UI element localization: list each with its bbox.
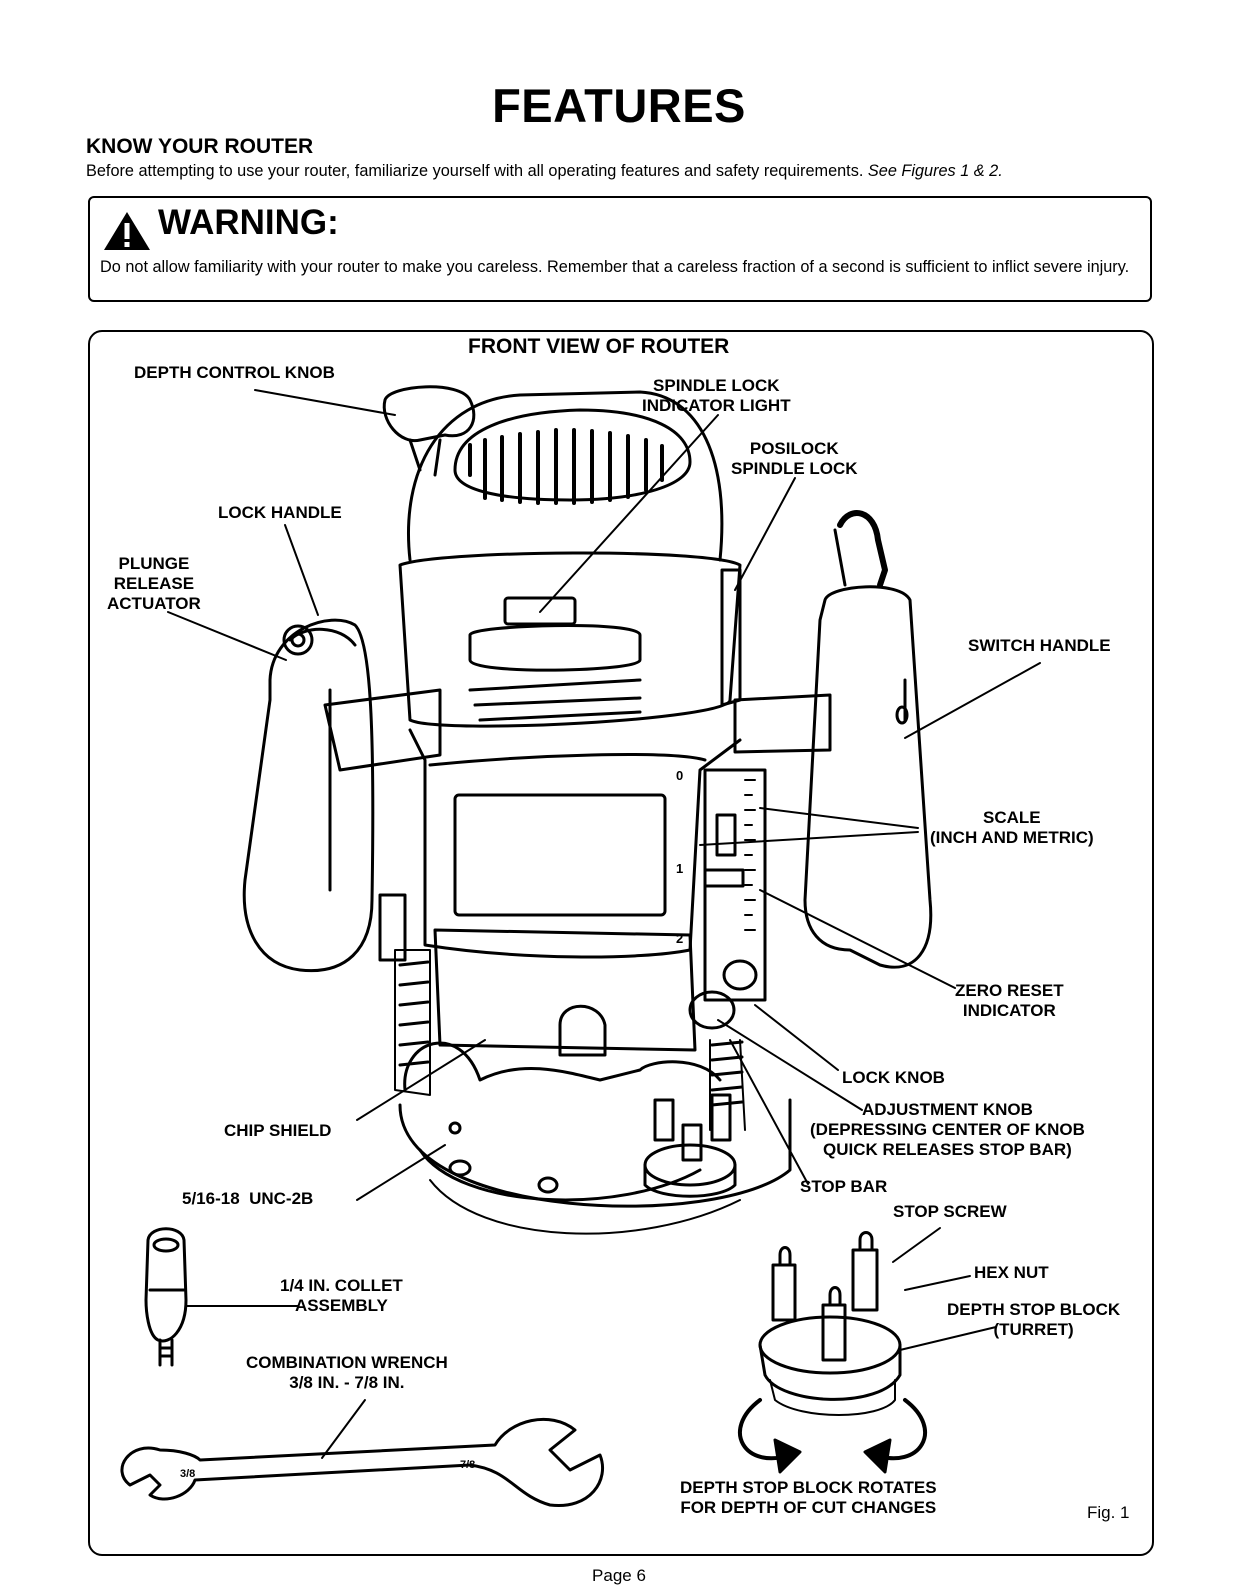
scale-mark-2: 2 bbox=[676, 931, 683, 946]
rotation-arrow-right-head bbox=[863, 1438, 892, 1474]
label-stop-bar: STOP BAR bbox=[800, 1177, 888, 1196]
label-hex-nut: HEX NUT bbox=[974, 1263, 1049, 1282]
turret-on-base-drawing bbox=[643, 1093, 737, 1198]
warning-triangle-icon bbox=[104, 212, 150, 250]
rotation-arrow-left-head bbox=[773, 1438, 802, 1474]
label-collet-assembly: 1/4 IN. COLLET ASSEMBLY bbox=[280, 1276, 403, 1315]
label-plunge-release-actuator: PLUNGE RELEASE ACTUATOR bbox=[107, 554, 201, 613]
left-arm-drawing bbox=[323, 688, 442, 772]
wrench-mark-small: 3/8 bbox=[180, 1468, 195, 1480]
page-title: FEATURES bbox=[492, 79, 746, 132]
wrench-mark-large: 7/8 bbox=[460, 1459, 475, 1471]
depth-control-knob-drawing bbox=[382, 385, 476, 477]
label-depth-control-knob: DEPTH CONTROL KNOB bbox=[134, 363, 335, 382]
label-adjustment-knob: ADJUSTMENT KNOB (DEPRESSING CENTER OF KN… bbox=[810, 1100, 1085, 1159]
figure-number: Fig. 1 bbox=[1087, 1503, 1130, 1522]
label-lock-handle: LOCK HANDLE bbox=[218, 503, 342, 522]
label-lock-knob: LOCK KNOB bbox=[842, 1068, 945, 1087]
label-thread-size: 5/16-18 UNC-2B bbox=[182, 1189, 314, 1208]
router-base-drawing bbox=[398, 1041, 792, 1235]
intro-paragraph: Before attempting to use your router, fa… bbox=[86, 162, 1003, 181]
switch-handle-drawing bbox=[803, 510, 933, 969]
scale-mark-0: 0 bbox=[676, 768, 683, 783]
leader-lines bbox=[167, 389, 1041, 1459]
right-arm-drawing bbox=[733, 693, 832, 754]
warning-text: Do not allow familiarity with your route… bbox=[100, 258, 1130, 276]
figure-frame bbox=[88, 330, 1154, 1556]
section-heading: KNOW YOUR ROUTER bbox=[86, 135, 314, 158]
wrench-drawing bbox=[120, 1417, 605, 1508]
label-spindle-lock-indicator-light: SPINDLE LOCK INDICATOR LIGHT bbox=[642, 376, 791, 415]
page-number: Page 6 bbox=[592, 1566, 646, 1585]
label-scale: SCALE (INCH AND METRIC) bbox=[930, 808, 1094, 847]
label-zero-reset-indicator: ZERO RESET INDICATOR bbox=[955, 981, 1064, 1020]
intro-figure-reference: See Figures 1 & 2. bbox=[867, 162, 1003, 180]
adjustment-knob-drawing bbox=[688, 959, 758, 1131]
lock-handle-drawing bbox=[242, 618, 375, 973]
label-switch-handle: SWITCH HANDLE bbox=[968, 636, 1111, 655]
rotation-arrow-left-drawing bbox=[738, 1398, 792, 1461]
depth-scale-drawing bbox=[703, 768, 767, 1002]
scale-mark-1: 1 bbox=[676, 861, 683, 876]
label-stop-screw: STOP SCREW bbox=[893, 1202, 1007, 1221]
label-combination-wrench: COMBINATION WRENCH 3/8 IN. - 7/8 IN. bbox=[246, 1353, 448, 1392]
label-posilock-spindle-lock: POSILOCK SPINDLE LOCK bbox=[731, 439, 858, 478]
intro-text: Before attempting to use your router, fa… bbox=[86, 162, 864, 180]
warning-box bbox=[88, 196, 1152, 302]
depth-stop-block-drawing bbox=[758, 1231, 902, 1416]
rotation-arrow-right-drawing bbox=[873, 1398, 927, 1461]
figure-title: FRONT VIEW OF ROUTER bbox=[468, 335, 730, 358]
posilock-drawing bbox=[720, 568, 742, 707]
warning-title: WARNING: bbox=[158, 203, 339, 242]
label-depth-stop-block-rotates: DEPTH STOP BLOCK ROTATES FOR DEPTH OF CU… bbox=[680, 1478, 937, 1517]
collet-drawing bbox=[144, 1227, 188, 1367]
router-body-drawing bbox=[378, 728, 742, 1096]
label-chip-shield: CHIP SHIELD bbox=[224, 1121, 332, 1140]
label-depth-stop-block: DEPTH STOP BLOCK (TURRET) bbox=[947, 1300, 1121, 1339]
motor-housing-drawing bbox=[398, 390, 742, 728]
